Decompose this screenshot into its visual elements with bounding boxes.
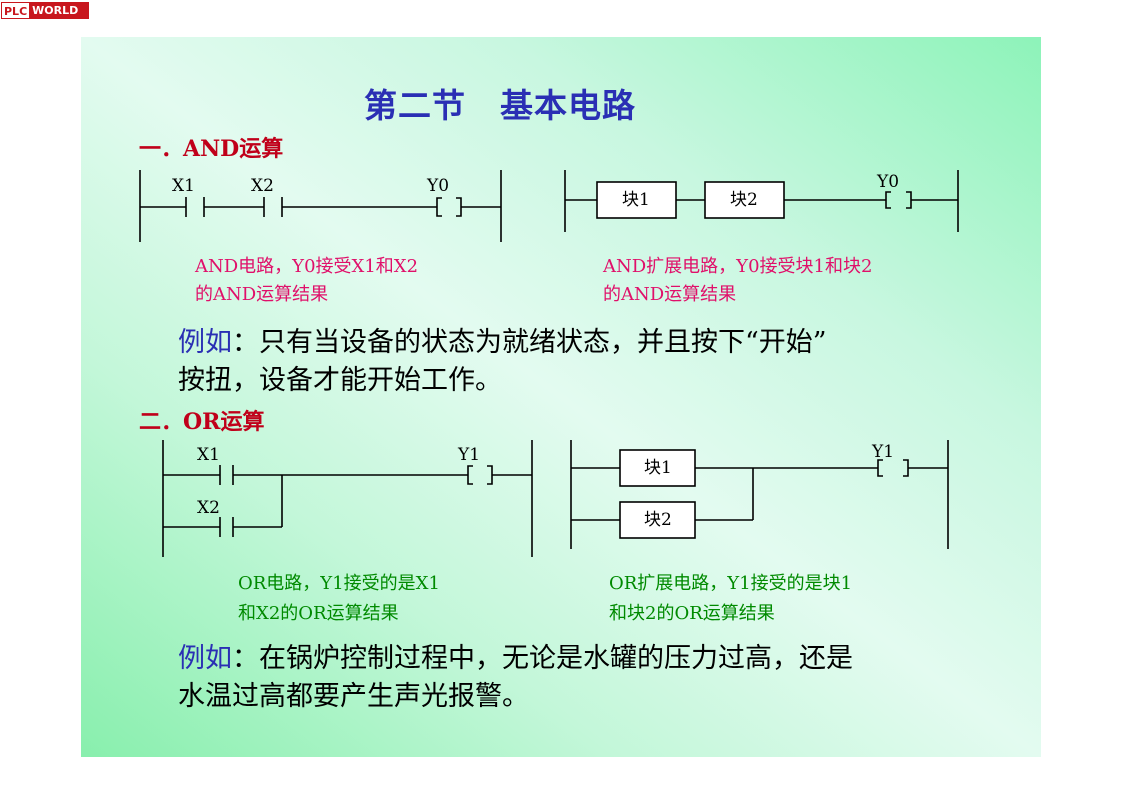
or-ladder-diagram: X1 X2 Y1 [162, 440, 533, 557]
and-contact-x1-label: X1 [172, 176, 195, 196]
and-block2-label: 块2 [730, 190, 758, 210]
and-caption-extended: AND扩展电路，Y0接受块1和块2 的AND运算结果 [603, 253, 872, 309]
or-extended-diagram: 块1 块2 Y1 [570, 440, 949, 549]
or-caption-basic-line2: 和X2的OR运算结果 [238, 603, 399, 624]
and-caption-basic: AND电路，Y0接受X1和X2 的AND运算结果 [195, 253, 418, 309]
and-example-line1: ：只有当设备的状态为就绪状态，并且按下“开始” [232, 327, 827, 358]
or-section-heading: 二．OR运算 [139, 409, 265, 435]
plcworld-logo: PLC WORLD [1, 2, 89, 19]
slide: 第二节 基本电路 一．AND运算 X1 X2 Y0 [81, 37, 1041, 757]
and-contact-x2-label: X2 [251, 176, 274, 196]
and-caption-extended-line1: AND扩展电路，Y0接受块1和块2 [603, 256, 873, 277]
and-coil-y0-label: Y0 [426, 176, 449, 196]
or-contact-x2-label: X2 [197, 498, 220, 518]
or-caption-basic: OR电路，Y1接受的是X1 和X2的OR运算结果 [238, 569, 440, 629]
and-caption-basic-line1: AND电路，Y0接受X1和X2 [195, 256, 419, 277]
or-caption-extended-line1: OR扩展电路，Y1接受的是块1 [609, 573, 853, 594]
and-example-line2: 按扭，设备才能开始工作。 [178, 365, 502, 396]
or-example-line1: ：在锅炉控制过程中，无论是水罐的压力过高，还是 [232, 643, 853, 674]
and-caption-extended-line2: 的AND运算结果 [603, 284, 737, 305]
or-caption-extended: OR扩展电路，Y1接受的是块1 和块2的OR运算结果 [609, 569, 852, 629]
or-example-line2: 水温过高都要产生声光报警。 [178, 681, 529, 712]
or-example-label: 例如 [178, 643, 232, 674]
and-example-label: 例如 [178, 327, 232, 358]
and-extended-diagram: 块1 块2 Y0 [564, 170, 959, 232]
logo-world-text: WORLD [29, 2, 89, 19]
or-caption-basic-line1: OR电路，Y1接受的是X1 [238, 573, 440, 594]
or-ext-coil-y1-label: Y1 [871, 442, 894, 462]
slide-title: 第二节 基本电路 [364, 86, 636, 125]
or-contact-x1-label: X1 [197, 445, 220, 465]
and-example: 例如：只有当设备的状态为就绪状态，并且按下“开始” 按扭，设备才能开始工作。 [178, 324, 827, 400]
or-block2-label: 块2 [644, 510, 672, 530]
or-coil-y1-label: Y1 [457, 445, 480, 465]
or-caption-extended-line2: 和块2的OR运算结果 [609, 603, 775, 624]
or-example: 例如：在锅炉控制过程中，无论是水罐的压力过高，还是 水温过高都要产生声光报警。 [178, 640, 853, 716]
and-ext-coil-y0-label: Y0 [876, 172, 899, 192]
and-block1-label: 块1 [622, 190, 650, 210]
and-caption-basic-line2: 的AND运算结果 [195, 284, 329, 305]
and-ladder-diagram: X1 X2 Y0 [139, 170, 502, 242]
and-section-heading: 一．AND运算 [139, 136, 284, 162]
or-block1-label: 块1 [644, 458, 672, 478]
logo-plc-text: PLC [1, 2, 30, 19]
